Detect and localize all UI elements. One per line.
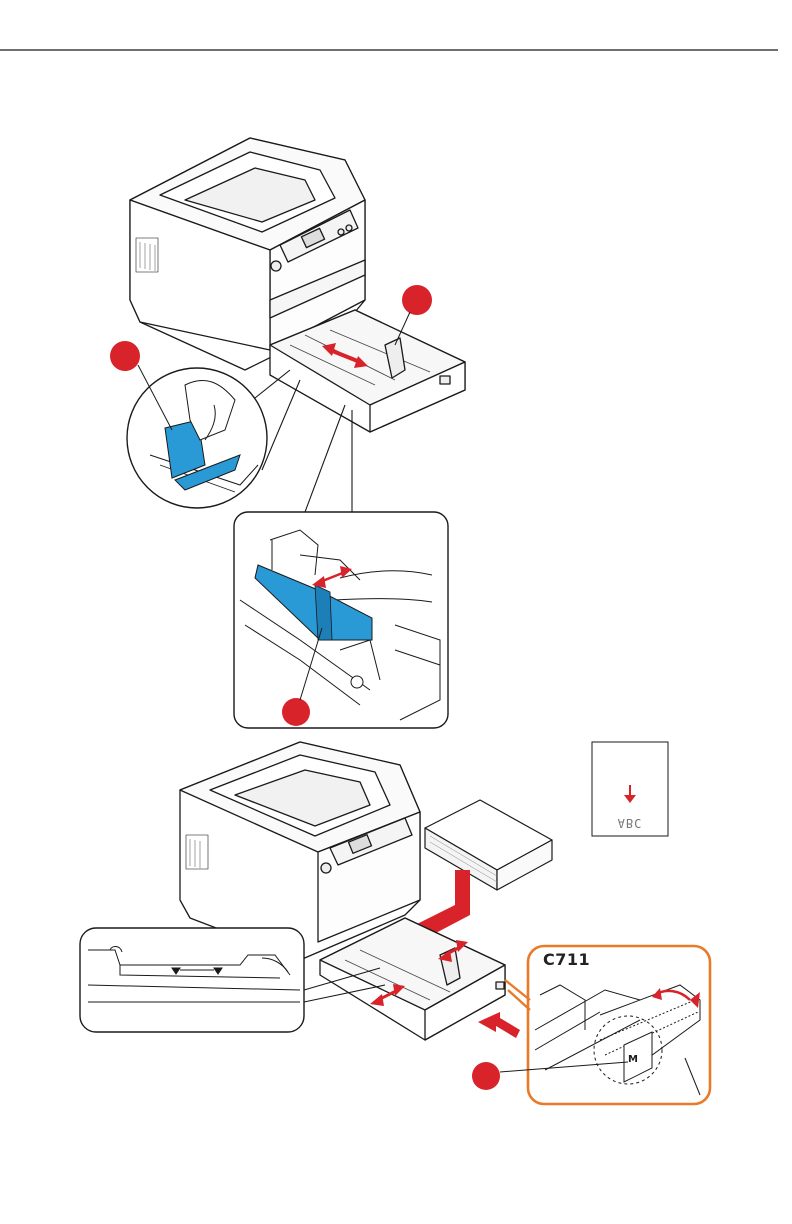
callout-model-label: C711	[543, 950, 590, 969]
paper-stack	[425, 800, 552, 890]
detail-box-fill-mark	[80, 928, 304, 1032]
callout-box-c711	[528, 946, 710, 1104]
marker-dot	[402, 285, 432, 315]
arrow-icon	[478, 1012, 520, 1038]
orientation-card-text: ABC	[608, 816, 652, 830]
marker-dot	[282, 698, 310, 726]
marker-dot	[472, 1062, 500, 1090]
marker-dot	[110, 341, 140, 371]
svg-text:M: M	[628, 1054, 638, 1065]
